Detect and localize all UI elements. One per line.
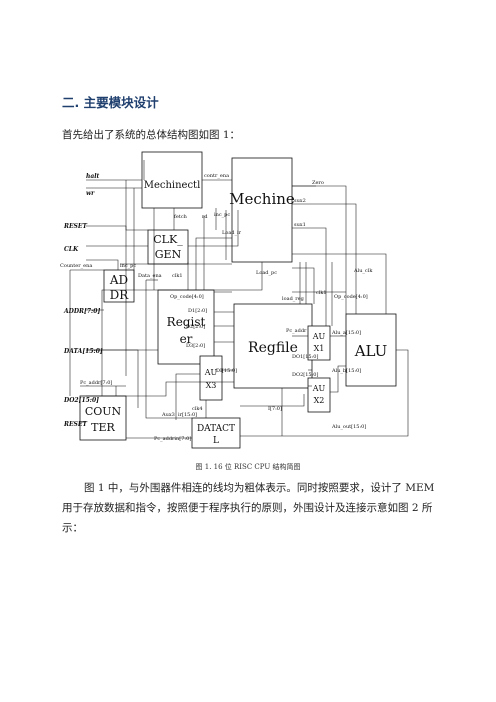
datactl-label-line2: L xyxy=(213,436,219,446)
label-load-pc: Load_pc xyxy=(256,270,277,276)
figure-caption: 图 1. 16 位 RISC CPU 结构简图 xyxy=(195,463,301,471)
aux1-label-line1: AU xyxy=(312,332,326,341)
counter-block xyxy=(79,395,127,441)
label-d3: D3[2:0] xyxy=(186,343,205,349)
mechine-block xyxy=(231,157,293,263)
label-di: DI[15:0] xyxy=(216,368,237,374)
label-alu-b: Alu_b[15:0] xyxy=(331,368,361,374)
aux3-block xyxy=(199,355,223,401)
addr-block xyxy=(103,269,135,303)
label-ir-in: ir[15:0] xyxy=(178,412,197,418)
aux1-block xyxy=(307,325,331,361)
alu-block xyxy=(345,313,397,387)
aux2-block xyxy=(307,377,331,413)
clkgen-label-line1: CLK_ xyxy=(153,233,183,246)
signal-do2: DO2[15:0] xyxy=(63,397,99,404)
label-op-code-left: Op_code[4:0] xyxy=(170,294,204,300)
connection-wires xyxy=(69,160,409,439)
label-clk1-right: clk1 xyxy=(316,290,327,296)
label-op-code-right: Op_code[4:0] xyxy=(334,294,368,300)
label-inc-pc: inc_pc xyxy=(120,263,136,269)
aux3-label-line1: AU xyxy=(204,368,218,377)
label-fetch: fetch xyxy=(174,214,188,220)
signal-data: DATA[15:0] xyxy=(63,348,103,355)
label-load-ir: Load_ir xyxy=(222,230,242,236)
clkgen-label-line2: GEN xyxy=(155,248,182,261)
label-d1: D1[2:0] xyxy=(188,308,207,314)
signal-clk: CLK xyxy=(64,246,79,253)
body-paragraph: 图 1 中，与外围器件相连的线均为粗体表示。同时按照要求，设计了 MEM 用于存… xyxy=(62,482,435,534)
mechine-label: Mechine xyxy=(229,190,295,208)
label-contr-ena: contr_ena xyxy=(204,173,229,179)
mechinectl-label: Mechinectl xyxy=(144,180,201,191)
label-do2-internal: DO2[15:0] xyxy=(292,372,318,378)
regfile-label: Regfile xyxy=(248,340,298,356)
label-ir-bus: I[7:0] xyxy=(268,406,282,412)
label-alu-a: Alu_a[15:0] xyxy=(331,330,361,336)
register-label-line2: er xyxy=(180,332,193,346)
label-clk4: clk4 xyxy=(192,406,203,412)
signal-addr: ADDR[7:0] xyxy=(63,308,100,315)
signal-reset-top: RESET xyxy=(63,223,87,230)
label-alu-out: Alu_out[15:0] xyxy=(331,424,366,430)
section-heading: 二. 主要模块设计 xyxy=(62,95,159,110)
aux2-label-line2: X2 xyxy=(314,396,325,405)
label-pc-addrin: Pc_addrin[7:0] xyxy=(154,436,191,442)
label-inc-pc-top: inc_pc xyxy=(214,212,230,218)
aux1-label-line2: X1 xyxy=(314,344,325,353)
label-counter-ena: Counter_ena xyxy=(60,263,92,269)
intro-paragraph: 首先给出了系统的总体结构图如图 1： xyxy=(62,129,241,141)
label-alu-clk: Alu_clk xyxy=(353,268,373,274)
signal-reset-bottom: RESET xyxy=(63,421,87,428)
label-clk1-left: clk1 xyxy=(172,273,183,279)
clkgen-block xyxy=(147,229,189,265)
signal-halt: halt xyxy=(86,173,100,180)
counter-label-line2: TER xyxy=(91,421,115,434)
label-zero: Zero xyxy=(312,180,324,186)
aux2-label-line1: AU xyxy=(312,384,326,393)
cpu-structure-diagram: Mechinectl Mechine CLK_ GEN AD DR Regist… xyxy=(60,151,409,449)
label-data-ena: Data_ena xyxy=(138,273,162,279)
label-pc-addr-mid: Pc_addr xyxy=(286,328,307,334)
label-do1: DO1[15:0] xyxy=(292,354,318,360)
label-pc-addr-left: Pc_addr[7:0] xyxy=(80,380,112,386)
label-load-reg: load_reg xyxy=(282,296,305,302)
alu-label: ALU xyxy=(354,342,388,360)
addr-label-line1: AD xyxy=(109,273,128,287)
aux3-label-line2: X3 xyxy=(206,381,217,390)
datactl-label-line1: DATACT xyxy=(197,424,235,434)
counter-label-line1: COUN xyxy=(85,405,122,418)
register-block xyxy=(157,289,215,365)
label-aux3: Aux3 xyxy=(161,412,175,418)
datactl-block xyxy=(191,417,241,449)
regfile-block xyxy=(233,303,313,389)
label-sux2: sux2 xyxy=(294,198,306,204)
mechinectl-block xyxy=(141,151,203,209)
label-sux1: sux1 xyxy=(294,222,306,228)
register-label-line1: Regist xyxy=(167,315,206,329)
label-d2: D2[2:0] xyxy=(186,324,205,330)
signal-wr: wr xyxy=(86,190,95,197)
label-rd: rd xyxy=(202,214,208,220)
addr-label-line2: DR xyxy=(110,288,130,302)
